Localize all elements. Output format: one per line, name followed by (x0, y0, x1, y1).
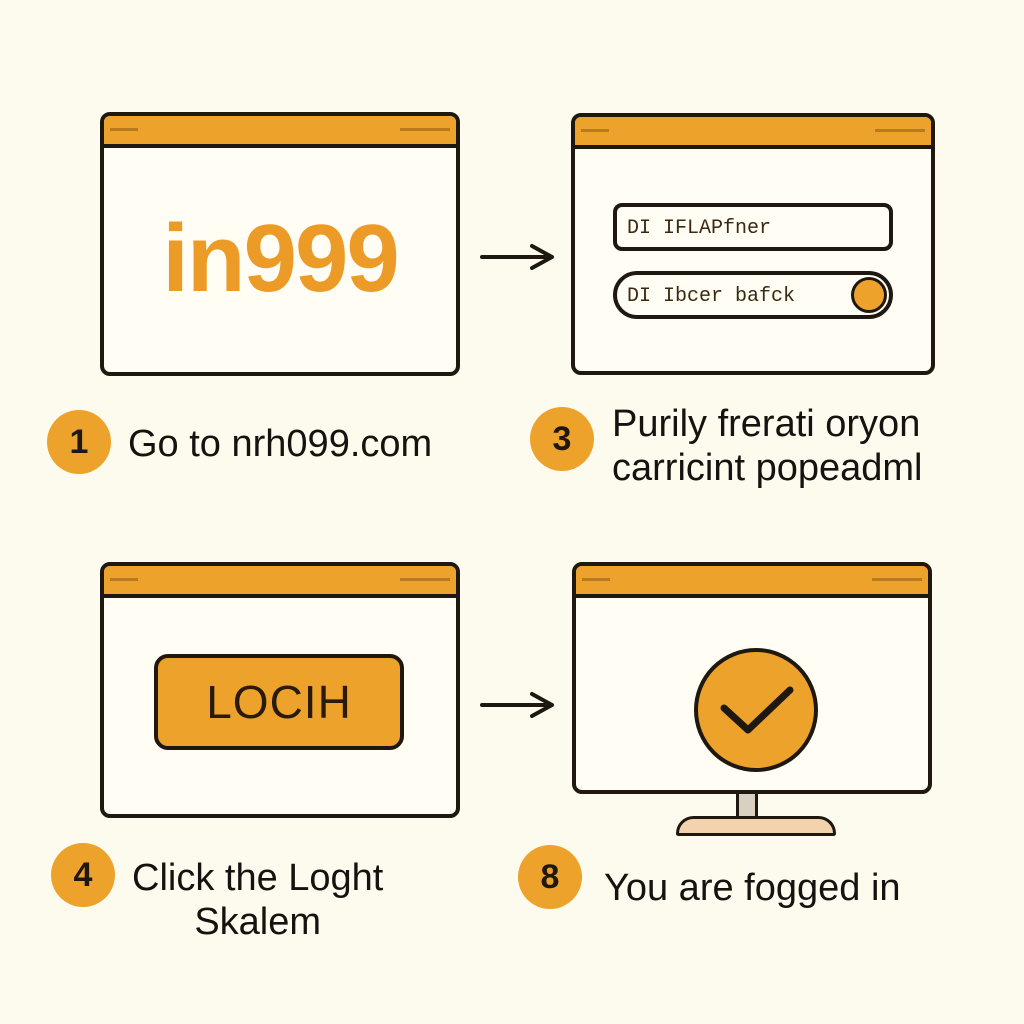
monitor-stand-base (676, 816, 836, 836)
titlebar-mark (872, 578, 922, 581)
window-titlebar (104, 116, 456, 148)
right-arrow-icon (480, 244, 554, 270)
caption-line: Skalem (194, 901, 322, 943)
check-circle-icon (694, 648, 818, 772)
checkmark-icon (720, 686, 794, 734)
step-number-badge: 3 (530, 407, 594, 471)
password-value: DI Ibcer bafck (627, 285, 796, 308)
right-arrow-icon (480, 692, 554, 718)
username-value: DI IFLAPfner (627, 217, 772, 240)
site-logo: in999 (162, 205, 399, 312)
titlebar-mark (400, 578, 450, 581)
titlebar-mark (581, 129, 609, 132)
step-number-badge: 8 (518, 845, 582, 909)
step-number-badge: 1 (47, 410, 111, 474)
window-titlebar (575, 117, 931, 149)
caption-line: Click the Loght (132, 857, 384, 899)
login-button[interactable]: LOCIH (154, 654, 404, 750)
browser-window-login-button: LOCIH (100, 562, 460, 818)
toggle-knob-icon[interactable] (851, 277, 887, 313)
titlebar-mark (582, 578, 610, 581)
username-field[interactable]: DI IFLAPfner (613, 203, 893, 251)
monitor-stand-neck (736, 794, 758, 820)
caption-line: You are fogged in (604, 867, 901, 909)
step-caption: Purily frerati oryon carricint popeadml (612, 402, 922, 490)
titlebar-mark (110, 128, 138, 131)
caption-line: carricint popeadml (612, 447, 923, 489)
titlebar-mark (110, 578, 138, 581)
browser-window-login-form: DI IFLAPfner DI Ibcer bafck (571, 113, 935, 375)
caption-line: Go to nrh099.com (128, 423, 433, 465)
titlebar-mark (400, 128, 450, 131)
caption-line: Purily frerati oryon (612, 403, 921, 445)
step-number-badge: 4 (51, 843, 115, 907)
monitor-screen-success (572, 562, 932, 794)
window-titlebar (104, 566, 456, 598)
browser-window-site: in999 (100, 112, 460, 376)
step-caption: Click the Loght Skalem (132, 856, 383, 944)
password-field[interactable]: DI Ibcer bafck (613, 271, 893, 319)
step-caption: You are fogged in (604, 866, 901, 910)
window-titlebar (576, 566, 928, 598)
step-caption: Go to nrh099.com (128, 422, 432, 466)
titlebar-mark (875, 129, 925, 132)
